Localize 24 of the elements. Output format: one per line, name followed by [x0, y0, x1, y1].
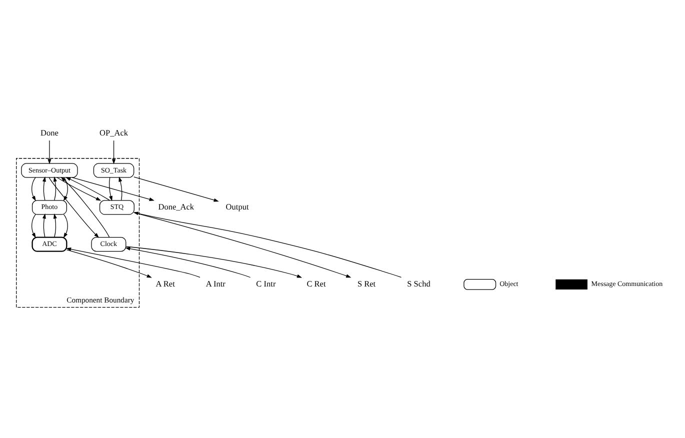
- arrow: [133, 211, 402, 278]
- arrow: [48, 176, 100, 238]
- arrow: [126, 246, 302, 278]
- arrow: [63, 214, 68, 238]
- arrow: [53, 212, 57, 237]
- arrow: [48, 140, 52, 164]
- arrow: [125, 246, 251, 278]
- arrow: [56, 176, 102, 200]
- arrow: [66, 246, 200, 278]
- arrow: [63, 176, 68, 201]
- arrow: [53, 176, 57, 200]
- arrow: [32, 176, 36, 201]
- arrow: [118, 176, 122, 200]
- arrow: [72, 176, 154, 200]
- arrow: [60, 176, 110, 237]
- arrow: [66, 248, 152, 278]
- arrow: [134, 212, 352, 278]
- arrow: [66, 176, 110, 200]
- arrow: [32, 214, 36, 238]
- arrow: [42, 212, 46, 237]
- arrow: [109, 176, 112, 201]
- arrow: [134, 176, 219, 202]
- arrow: [112, 140, 116, 164]
- arrow: [42, 176, 46, 200]
